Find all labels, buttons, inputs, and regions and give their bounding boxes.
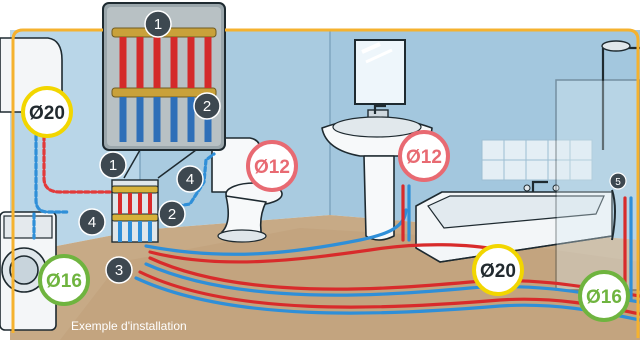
diameter-badge-top-left: Ø20 [23, 88, 71, 136]
diameter-badge-wc: Ø12 [248, 142, 296, 190]
svg-text:5: 5 [615, 177, 621, 188]
diameter-label-washing-machine: Ø16 [46, 271, 82, 292]
svg-text:3: 3 [115, 262, 123, 279]
marker-1-inset: 1 [145, 11, 171, 37]
marker-3: 3 [106, 257, 132, 283]
svg-text:1: 1 [109, 157, 117, 174]
marker-1-manifold: 1 [100, 152, 126, 178]
diameter-badge-bathtub: Ø20 [474, 246, 522, 294]
marker-2-manifold: 2 [159, 201, 185, 227]
caption: Exemple d'installation [71, 319, 187, 333]
diameter-badge-washbasin: Ø12 [400, 132, 448, 180]
marker-2-inset: 2 [194, 93, 220, 119]
marker-4-left: 4 [79, 209, 105, 235]
svg-text:1: 1 [154, 16, 162, 33]
mirror [355, 40, 405, 104]
svg-text:4: 4 [186, 171, 194, 188]
diameter-label-bathtub: Ø20 [480, 261, 516, 282]
marker-5: 5 [610, 173, 626, 189]
diameter-badge-washing-machine: Ø16 [40, 256, 88, 304]
svg-text:2: 2 [168, 206, 176, 223]
diameter-label-washbasin: Ø12 [406, 147, 442, 168]
manifold [112, 180, 158, 242]
svg-text:2: 2 [203, 98, 211, 115]
diameter-label-top-left: Ø20 [29, 103, 65, 124]
diameter-label-wc: Ø12 [254, 157, 290, 178]
marker-4-wc: 4 [177, 166, 203, 192]
diameter-label-shower: Ø16 [586, 287, 622, 308]
diameter-badge-shower: Ø16 [580, 272, 628, 320]
svg-text:4: 4 [88, 214, 96, 231]
